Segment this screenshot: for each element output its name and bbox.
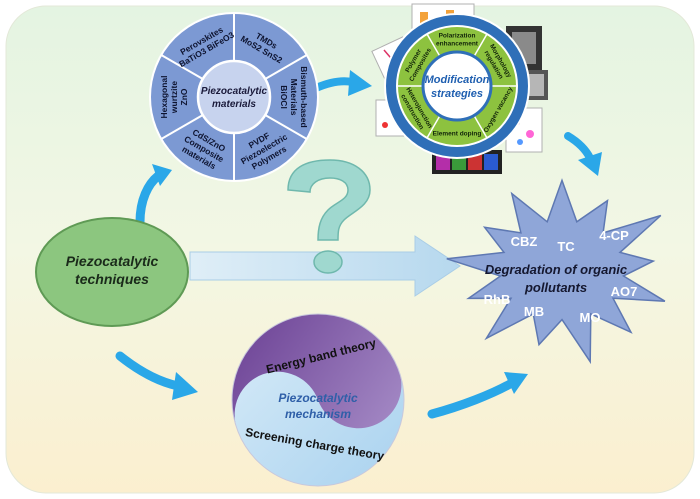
materials-segment-label: BiOCl: [279, 85, 289, 109]
materials-divider: [264, 54, 308, 80]
materials-wheel: Piezocatalytic materials PerovskitesBaTi…: [149, 12, 319, 182]
pollutant-tc: TC: [557, 239, 575, 254]
pollutant-mo: MO: [580, 310, 601, 325]
strategies-title-line1: Modification: [425, 74, 490, 86]
degradation-title-line1: Degradation of organic: [485, 262, 628, 277]
strategies-divider: [426, 33, 441, 57]
mechanism-middle-line1: Piezocatalytic: [278, 391, 358, 405]
techniques-line1: Piezocatalytic: [66, 253, 159, 269]
arrow-to-strategies: [312, 70, 372, 96]
strategies-divider: [473, 115, 488, 139]
techniques-line2: techniques: [75, 271, 149, 287]
arrow-to-mechanism: [115, 351, 198, 400]
strategies-wheel: Modification strategies Polarizationenha…: [371, 3, 548, 174]
pollutant-mb: MB: [524, 304, 544, 319]
materials-segment-label: Materials: [289, 79, 299, 116]
strategies-segment: Element doping: [433, 131, 482, 138]
degradation-title-line2: pollutants: [524, 280, 587, 295]
techniques-node: Piezocatalytic techniques: [35, 217, 189, 327]
question-mark-icon: [287, 159, 371, 274]
pollutant-rhb: RhB: [484, 292, 511, 307]
materials-divider: [160, 54, 204, 80]
strategies-divider: [426, 115, 441, 139]
mechanism-middle-line2: mechanism: [285, 407, 351, 421]
pollutant-cbz: CBZ: [511, 234, 538, 249]
materials-divider: [264, 114, 308, 140]
arrow-to-materials: [135, 164, 172, 227]
strategies-segment-label: Polarization: [439, 33, 476, 40]
materials-segment-label: Bismuth-based: [299, 66, 309, 127]
materials-segment-label: Hexagonal: [159, 76, 169, 119]
degradation-node: Degradation of organic pollutants CBZ TC…: [446, 178, 666, 365]
strategies-title-line2: strategies: [431, 88, 483, 100]
pollutant-ao7: AO7: [611, 284, 638, 299]
materials-title-line1: Piezocatalytic: [201, 86, 268, 97]
strategies-divider: [473, 33, 488, 57]
materials-segment-label: ZnO: [179, 88, 189, 105]
materials-divider: [160, 114, 204, 140]
materials-title-line2: materials: [212, 99, 256, 110]
strategies-segment-label: Element doping: [433, 131, 482, 138]
strategies-segment-label: enhancement: [436, 41, 479, 48]
arrow-from-mechanism: [427, 372, 528, 419]
materials-segment-label: wurtzite: [169, 81, 179, 114]
mechanism-node: Energy band theory Piezocatalytic mechan…: [231, 313, 405, 487]
arrow-to-degradation: [564, 132, 602, 176]
pollutant-4cp: 4-CP: [599, 228, 629, 243]
